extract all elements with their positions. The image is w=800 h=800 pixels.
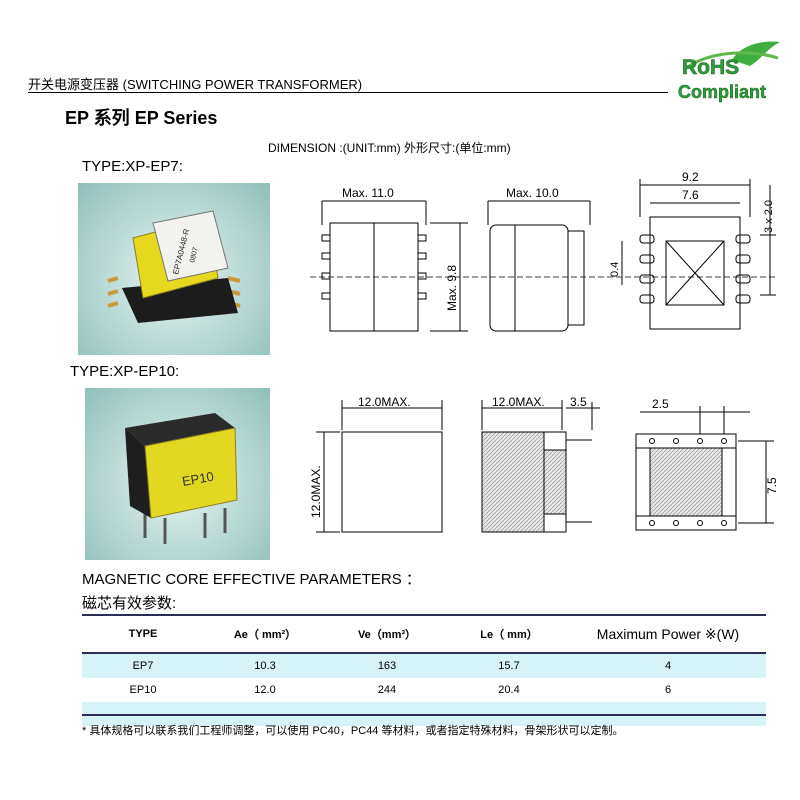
ep10-row-spacing: 7.5 (765, 477, 779, 494)
footnote: * 具体规格可以联系我们工程师调整，可以使用 PC40，PC44 等材料，或者指… (82, 725, 624, 737)
cell-ae: 12.0 (254, 684, 276, 696)
col-type: TYPE (82, 614, 204, 654)
ep7-side-pins (567, 230, 585, 326)
cell-power: 4 (570, 653, 766, 678)
ep7-front-width: Max. 11.0 (342, 186, 394, 200)
ep10-body (144, 427, 238, 519)
ep7-bottom-view (649, 216, 741, 330)
col-le: Le（ mm） (448, 614, 570, 654)
ep7-photo-text-2: 0807 (189, 247, 200, 264)
ep10-photo: EP10 (85, 388, 270, 560)
col-power: Maximum Power ※(W) (570, 614, 766, 654)
ep7-bottom-inner: 7.6 (682, 188, 699, 202)
parameters-title-en: MAGNETIC CORE EFFECTIVE PARAMETERS ： (82, 571, 421, 588)
ep10-side-view (481, 431, 545, 533)
parameters-title-cn: 磁芯有效参数: (82, 595, 177, 612)
ep10-type-label: TYPE:XP-EP10: (70, 363, 180, 380)
ep10-front-width: 12.0MAX. (358, 395, 411, 409)
series-title: EP 系列 EP Series (65, 108, 218, 128)
rohs-logo: RoHS Compliant (678, 41, 780, 102)
dimension-label: DIMENSION :(UNIT:mm) 外形尺寸:(单位:mm) (268, 141, 511, 155)
ep7-type-label: TYPE:XP-EP7: (82, 158, 183, 175)
table-header-row: TYPE Ae（ mm²） Ve（mm³） Le（ mm） Maximum Po… (82, 614, 766, 654)
cell-le: 20.4 (498, 684, 520, 696)
ep7-front-height: Max. 9.8 (445, 265, 459, 311)
ep7-pitch: 3 x 2.0 (763, 200, 775, 233)
table-bottom-rule (82, 714, 766, 716)
ep10-pins (143, 508, 227, 544)
ep10-drawing: 12.0MAX. 12.0MAX. 12.0MAX. 3.5 2.5 7.5 (309, 395, 779, 533)
table-row: EP10 12.0 244 20.4 6 (82, 678, 766, 702)
ep7-side-view (489, 224, 569, 332)
ep10-photo-text: EP10 (181, 469, 215, 489)
ep7-label (152, 210, 229, 282)
cell-ae: 10.3 (204, 653, 326, 678)
ep7-photo: EP7A0448-R 0807 (78, 183, 270, 355)
col-ae: Ae（ mm²） (204, 614, 326, 654)
table-row: EP7 10.3 163 15.7 4 (82, 653, 766, 678)
ep7-drawing: Max. 11.0 Max. 9.8 Max. 10.0 0.4 9.2 7.6… (310, 170, 778, 332)
ep10-front-height: 12.0MAX. (309, 465, 323, 518)
ep10-front-view (341, 431, 443, 533)
ep7-side-width: Max. 10.0 (506, 186, 559, 200)
ep10-top (125, 413, 235, 446)
header-rule (28, 92, 668, 93)
cell-type: EP7 (82, 653, 204, 678)
cell-power: 6 (664, 684, 672, 696)
ep10-pin-pitch: 2.5 (652, 397, 669, 411)
rohs-bottom-text: Compliant (678, 82, 766, 102)
cell-type: EP10 (129, 684, 157, 696)
ep10-bottom-view (635, 433, 737, 531)
ep7-front-pins (321, 234, 427, 300)
ep7-side-offset: 0.4 (609, 262, 621, 277)
col-ve: Ve（mm³） (326, 614, 448, 654)
ep10-pin-length: 3.5 (570, 395, 587, 409)
ep7-bottom-pins (639, 234, 751, 304)
rohs-top-text: RoHS (682, 56, 739, 79)
rohs-swoosh (685, 51, 779, 70)
cell-ve: 244 (377, 684, 397, 696)
ep7-bottom-outer: 9.2 (682, 170, 699, 184)
parameters-table: TYPE Ae（ mm²） Ve（mm³） Le（ mm） Maximum Po… (82, 614, 766, 726)
header-title: 开关电源变压器 (SWITCHING POWER TRANSFORMER) (28, 77, 363, 92)
ep10-side-width: 12.0MAX. (492, 395, 545, 409)
ep10-bottom-pins (649, 438, 727, 526)
cell-le: 15.7 (448, 653, 570, 678)
ep10-side-dark (125, 428, 151, 518)
cell-ve: 163 (326, 653, 448, 678)
